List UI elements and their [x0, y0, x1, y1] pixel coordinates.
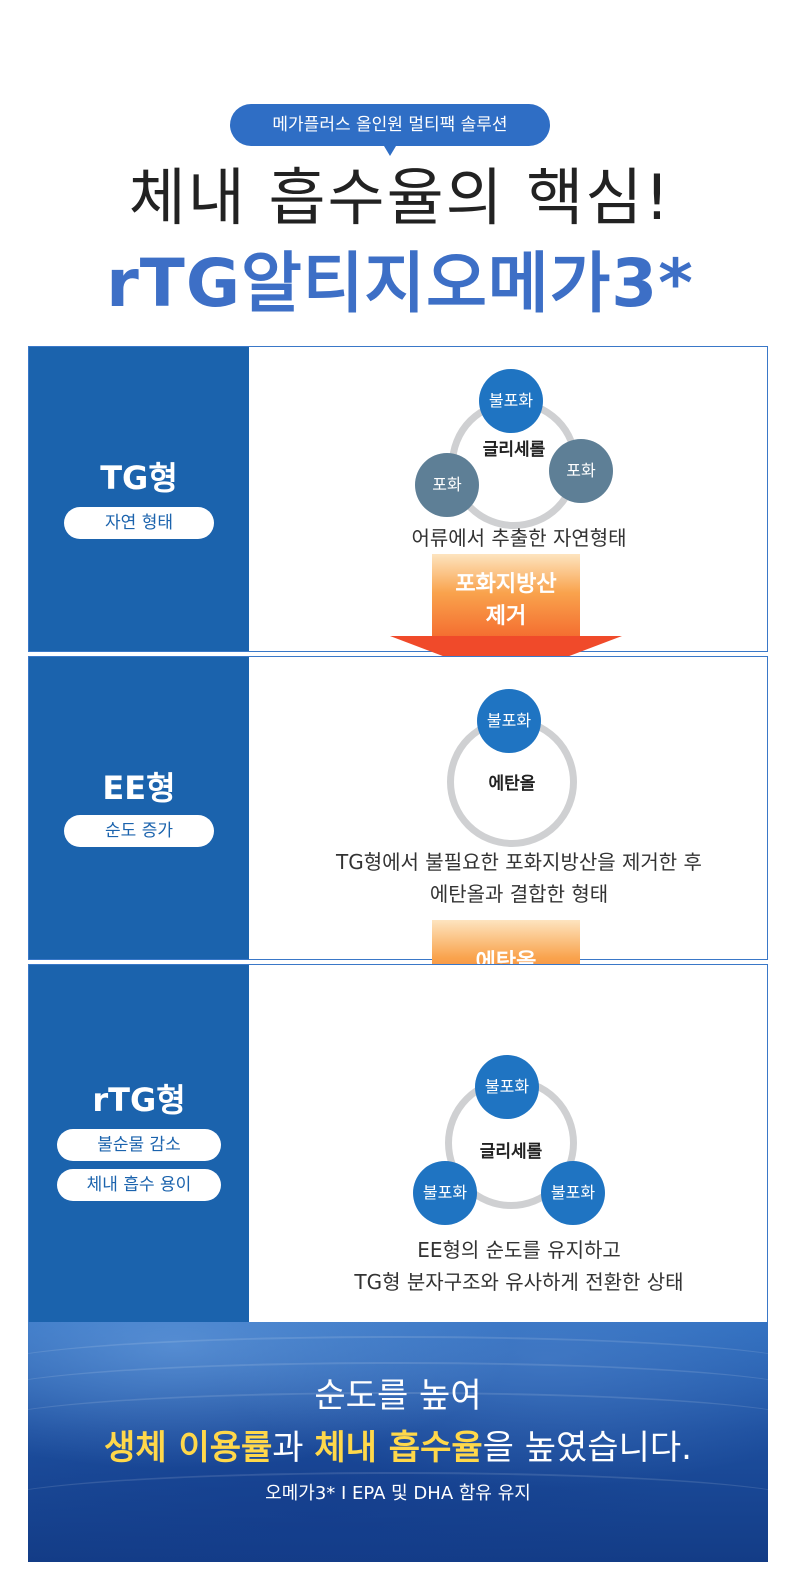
molecule-center-rtg: 글리세롤: [479, 1142, 543, 1162]
molecule-center-ee: 에탄올: [488, 774, 536, 794]
footer-line1: 순도를 높여: [314, 1376, 482, 1416]
wave-decoration: [28, 1392, 768, 1452]
row-tg: TG형 자연 형태 글리세롤 불포화 포화 포화 어류에서 추출한 자연형태: [28, 346, 768, 652]
row-tg-pill: 자연 형태: [64, 507, 214, 539]
row-tg-label-panel: TG형 자연 형태: [29, 347, 249, 651]
molecule-node-unsaturated: 불포화: [541, 1161, 605, 1225]
row-ee-description-line2: 에탄올과 결합한 형태: [429, 882, 609, 906]
molecule-node-saturated: 포화: [549, 439, 613, 503]
row-ee-description-line1: TG형에서 불필요한 포화지방산을 제거한 후: [336, 850, 702, 874]
row-ee-title: EE형: [102, 769, 176, 807]
header-badge: 메가플러스 올인원 멀티팩 솔루션: [230, 104, 550, 156]
footer-highlight-bioavailability: 생체 이용률: [104, 1428, 273, 1468]
row-rtg: rTG형 불순물 감소 체내 흡수 용이 글리세롤 불포화 불포화 불포화 EE…: [28, 964, 768, 1324]
row-rtg-title: rTG형: [92, 1081, 186, 1119]
row-rtg-description-line2: TG형 분자구조와 유사하게 전환한 상태: [354, 1270, 684, 1294]
wave-decoration: [28, 1336, 768, 1396]
arrow-shaft: [432, 554, 580, 640]
row-ee-label-panel: EE형 순도 증가: [29, 657, 249, 959]
wave-decoration: [28, 1472, 768, 1532]
footer-line2-end: 을 높였습니다.: [482, 1428, 692, 1468]
arrow-label-line2: 제거: [485, 604, 527, 629]
row-tg-title: TG형: [100, 459, 178, 497]
footer-highlight-absorption: 체내 흡수율: [314, 1428, 483, 1468]
footer-line2: 생체 이용률과 체내 흡수율을 높였습니다.: [28, 1424, 768, 1472]
headline-line1: 체내 흡수율의 핵심!: [128, 161, 672, 234]
molecule-node-unsaturated: 불포화: [475, 1055, 539, 1119]
molecule-center-tg: 글리세롤: [482, 440, 546, 460]
molecule-node-unsaturated: 불포화: [413, 1161, 477, 1225]
row-ee: EE형 순도 증가 에탄올 불포화 TG형에서 불필요한 포화지방산을 제거한 …: [28, 656, 768, 960]
row-ee-pill: 순도 증가: [64, 815, 214, 847]
row-tg-description: 어류에서 추출한 자연형태: [411, 526, 627, 550]
wave-decoration: [28, 1362, 768, 1422]
row-rtg-pill: 체내 흡수 용이: [57, 1169, 221, 1201]
row-rtg-label-panel: rTG형 불순물 감소 체내 흡수 용이: [29, 965, 249, 1323]
arrow-label-line1: 포화지방산: [455, 572, 557, 597]
molecule-node-unsaturated: 불포화: [477, 689, 541, 753]
footer-line2-mid: 과: [272, 1428, 315, 1468]
row-rtg-pill: 불순물 감소: [57, 1129, 221, 1161]
footer-line3: 오메가3* I EPA 및 DHA 함유 유지: [265, 1483, 531, 1504]
molecule-node-saturated: 포화: [415, 453, 479, 517]
row-rtg-description-line1: EE형의 순도를 유지하고: [417, 1238, 621, 1262]
molecule-node-unsaturated: 불포화: [479, 369, 543, 433]
headline-line2: rTG알티지오메가3*: [106, 245, 694, 322]
ocean-footer-banner: 순도를 높여 생체 이용률과 체내 흡수율을 높였습니다. 오메가3* I EP…: [28, 1322, 768, 1562]
